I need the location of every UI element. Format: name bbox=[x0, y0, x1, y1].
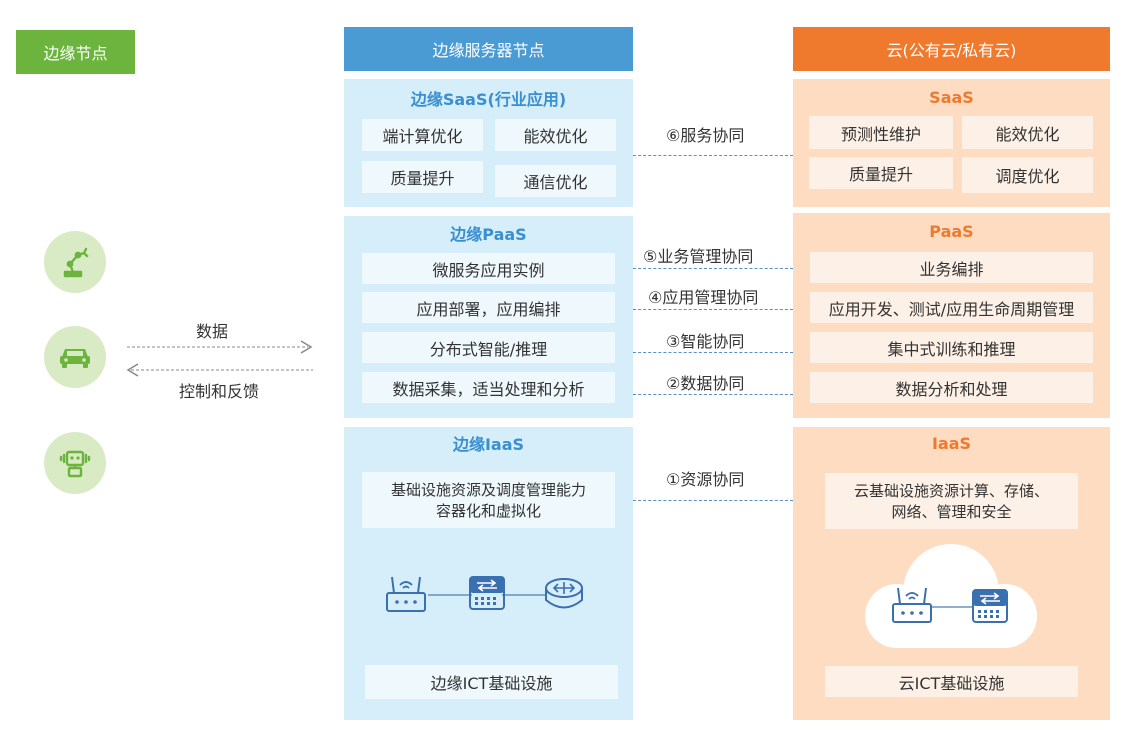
control-feedback-label: 控制和反馈 bbox=[179, 382, 260, 401]
edge-paas-item: 分布式智能/推理 bbox=[362, 332, 615, 363]
relation-line-business-mgmt bbox=[633, 268, 793, 269]
cloud-iaas-capability: 云基础设施资源计算、存储、 网络、管理和安全 bbox=[825, 473, 1078, 529]
relation-label-app-mgmt: ④应用管理协同 bbox=[648, 288, 759, 307]
cloud-saas-panel: SaaS 预测性维护 能效优化 质量提升 调度优化 bbox=[793, 79, 1110, 207]
switch-icon bbox=[972, 589, 1008, 623]
cloud-saas-item: 质量提升 bbox=[809, 157, 953, 189]
edge-saas-title: 边缘SaaS(行业应用) bbox=[410, 90, 567, 109]
edge-iaas-panel: 边缘IaaS 基础设施资源及调度管理能力 容器化和虚拟化 边缘ICT基础设施 bbox=[344, 427, 633, 720]
flow-arrows bbox=[126, 340, 313, 377]
cloud-paas-panel: PaaS 业务编排 应用开发、测试/应用生命周期管理 集中式训练和推理 数据分析… bbox=[793, 213, 1110, 418]
relation-label-resource: ①资源协同 bbox=[666, 470, 745, 489]
relation-line-app-mgmt bbox=[633, 309, 793, 310]
router-icon bbox=[892, 587, 932, 623]
cloud-paas-item: 应用开发、测试/应用生命周期管理 bbox=[810, 292, 1093, 323]
edge-saas-item: 质量提升 bbox=[362, 161, 483, 193]
edge-paas-item: 微服务应用实例 bbox=[362, 253, 615, 284]
cloud-iaas-line2: 网络、管理和安全 bbox=[891, 503, 1012, 521]
cloud-paas-item: 业务编排 bbox=[810, 252, 1093, 283]
robot-icon bbox=[59, 450, 91, 478]
relation-label-data: ②数据协同 bbox=[666, 374, 745, 393]
relation-line-data bbox=[633, 394, 793, 395]
data-flow-label: 数据 bbox=[196, 322, 229, 341]
cloud-iaas-line1: 云基础设施资源计算、存储、 bbox=[853, 482, 1049, 500]
car-device bbox=[44, 326, 106, 388]
relation-label-business-mgmt: ⑤业务管理协同 bbox=[643, 247, 754, 266]
relation-line-resource bbox=[633, 500, 793, 501]
cloud-iaas-title: IaaS bbox=[931, 433, 972, 453]
edge-node-tag: 边缘节点 bbox=[16, 30, 135, 74]
switch-icon bbox=[469, 576, 505, 610]
cloud-saas-item: 调度优化 bbox=[962, 157, 1093, 193]
cloud-iaas-panel: IaaS 云基础设施资源计算、存储、 网络、管理和安全 云ICT基础设施 bbox=[793, 427, 1110, 720]
edge-ict-devices bbox=[386, 576, 583, 612]
cloud-icon bbox=[865, 544, 1037, 648]
cloud-saas-item: 能效优化 bbox=[962, 116, 1093, 149]
edge-ict-footer: 边缘ICT基础设施 bbox=[365, 665, 618, 699]
cloud-header: 云(公有云/私有云) bbox=[793, 27, 1110, 71]
relation-label-service: ⑥服务协同 bbox=[666, 126, 745, 145]
relation-line-intelligence bbox=[633, 352, 793, 353]
edge-server-header: 边缘服务器节点 bbox=[344, 27, 633, 71]
edge-paas-title: 边缘PaaS bbox=[450, 225, 527, 244]
relation-label-intelligence: ③智能协同 bbox=[666, 332, 745, 351]
car-icon bbox=[60, 349, 90, 368]
edge-paas-panel: 边缘PaaS 微服务应用实例 应用部署，应用编排 分布式智能/推理 数据采集，适… bbox=[344, 216, 633, 418]
edge-saas-item: 能效优化 bbox=[495, 119, 616, 151]
edge-iaas-line1: 基础设施资源及调度管理能力 bbox=[390, 481, 586, 499]
edge-saas-item: 通信优化 bbox=[495, 165, 616, 197]
edge-saas-item: 端计算优化 bbox=[362, 119, 483, 151]
edge-paas-item: 数据采集，适当处理和分析 bbox=[362, 372, 615, 403]
relation-line-service bbox=[633, 155, 793, 156]
robot-arm-icon bbox=[63, 247, 89, 278]
cloud-saas-title: SaaS bbox=[929, 87, 974, 107]
edge-iaas-title: 边缘IaaS bbox=[452, 435, 525, 454]
cloud-paas-item: 数据分析和处理 bbox=[810, 372, 1093, 403]
gateway-icon bbox=[545, 578, 583, 609]
cloud-ict-footer: 云ICT基础设施 bbox=[825, 666, 1078, 697]
edge-saas-panel: 边缘SaaS(行业应用) 端计算优化 能效优化 质量提升 通信优化 bbox=[344, 79, 633, 207]
cloud-paas-title: PaaS bbox=[929, 221, 974, 241]
robot-device bbox=[44, 432, 106, 494]
edge-paas-item: 应用部署，应用编排 bbox=[362, 292, 615, 323]
robot-arm-device bbox=[44, 231, 106, 293]
edge-iaas-capability: 基础设施资源及调度管理能力 容器化和虚拟化 bbox=[362, 472, 615, 528]
cloud-saas-item: 预测性维护 bbox=[809, 116, 953, 149]
edge-iaas-line2: 容器化和虚拟化 bbox=[435, 502, 541, 520]
cloud-paas-item: 集中式训练和推理 bbox=[810, 332, 1093, 363]
router-icon bbox=[386, 576, 426, 612]
